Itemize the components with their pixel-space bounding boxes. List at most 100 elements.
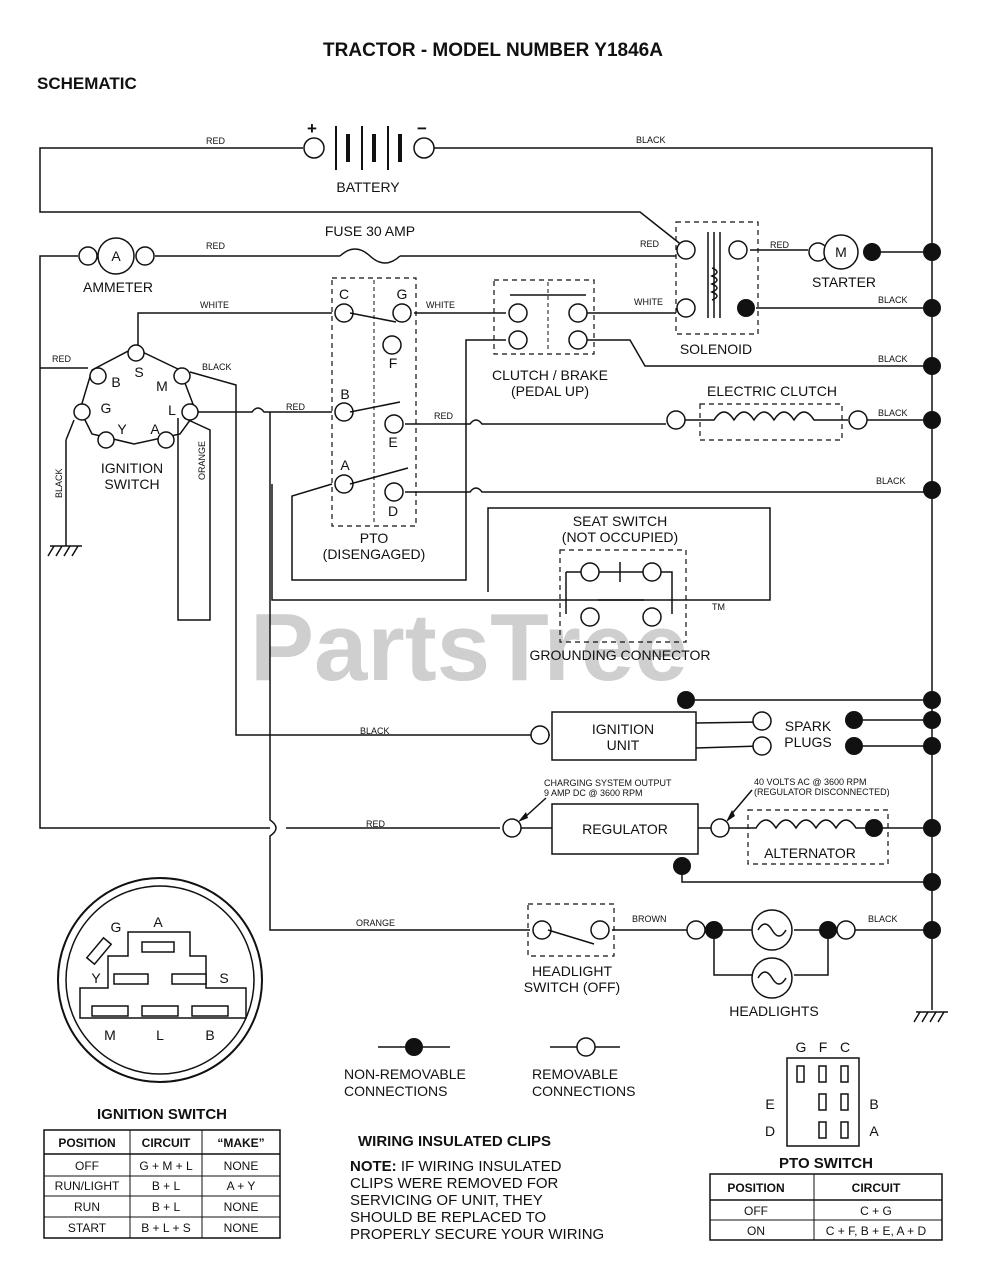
volts-note-2: (REGULATOR DISCONNECTED): [754, 787, 890, 797]
wire-label-black-eclutch: BLACK: [878, 408, 908, 418]
pto-label-1: PTO: [360, 530, 389, 546]
spark-plugs-label-2: PLUGS: [784, 734, 831, 750]
ign-table-cell: B + L: [152, 1179, 181, 1193]
legend-removable-1: REMOVABLE: [532, 1066, 618, 1082]
pto-plug-b: B: [869, 1096, 878, 1112]
spark-plugs: SPARK PLUGS: [752, 711, 863, 756]
seat-switch-label-2: (NOT OCCUPIED): [562, 529, 678, 545]
clutch-brake-switch: CLUTCH / BRAKE (PEDAL UP): [492, 279, 608, 399]
regulator: REGULATOR CHARGING SYSTEM OUTPUT 9 AMP D…: [502, 778, 699, 875]
pto-plug-a: A: [869, 1123, 879, 1139]
ign-plug-y: Y: [91, 970, 101, 986]
wire-label-red-starter: RED: [770, 240, 790, 250]
section-title: SCHEMATIC: [37, 74, 137, 93]
pto-term-c: C: [339, 286, 349, 302]
wire-label-black-ignunit: BLACK: [360, 726, 390, 736]
wire-label-red-ammeter: RED: [206, 241, 226, 251]
volts-note-1: 40 VOLTS AC @ 3600 RPM: [754, 777, 867, 787]
ign-table-cell: B + L: [152, 1200, 181, 1214]
ign-term-y: Y: [117, 421, 127, 437]
seat-switch-label-1: SEAT SWITCH: [573, 513, 667, 529]
pto-table-cell: OFF: [744, 1204, 768, 1218]
pto-table-header-circuit: CIRCUIT: [852, 1181, 901, 1195]
page-title: TRACTOR - MODEL NUMBER Y1846A: [323, 40, 663, 61]
clips-note-line4: SHOULD BE REPLACED TO: [350, 1209, 546, 1226]
ign-table-cell: B + L + S: [141, 1221, 191, 1235]
ign-table-cell: NONE: [224, 1221, 259, 1235]
wire-label-black-clutch: BLACK: [878, 354, 908, 364]
solenoid-label: SOLENOID: [680, 341, 752, 357]
pto-label-2: (DISENGAGED): [323, 546, 426, 562]
wire-label-orange-ign: ORANGE: [197, 441, 207, 480]
electric-clutch-label: ELECTRIC CLUTCH: [707, 383, 837, 399]
ammeter-symbol: A: [111, 248, 121, 264]
ign-plug-m: M: [104, 1027, 116, 1043]
starter-symbol: M: [835, 244, 847, 260]
pto-term-f: F: [389, 355, 398, 371]
pto-table-cell: C + G: [860, 1204, 892, 1218]
pto-table-cell: ON: [747, 1224, 765, 1238]
legend-nonremovable-1: NON-REMOVABLE: [344, 1066, 466, 1082]
alternator: ALTERNATOR 40 VOLTS AC @ 3600 RPM (REGUL…: [710, 777, 890, 865]
ign-plug-l: L: [156, 1027, 164, 1043]
ign-table-cell: RUN/LIGHT: [55, 1179, 120, 1193]
pto-term-a: A: [340, 457, 350, 473]
ignition-table-title: IGNITION SWITCH: [97, 1106, 227, 1123]
watermark: PartsTree: [250, 594, 688, 701]
ign-table-cell: START: [68, 1221, 107, 1235]
ignition-unit-label-2: UNIT: [607, 737, 640, 753]
fuse-label: FUSE 30 AMP: [325, 223, 415, 239]
charging-note-2: 9 AMP DC @ 3600 RPM: [544, 788, 643, 798]
wire-label-black-headlight: BLACK: [868, 914, 898, 924]
legend: NON-REMOVABLE CONNECTIONS REMOVABLE CONN…: [344, 1037, 635, 1099]
ammeter-label: AMMETER: [83, 279, 153, 295]
pto-table-title: PTO SWITCH: [779, 1155, 873, 1172]
pto-term-b: B: [340, 386, 349, 402]
headlights-label: HEADLIGHTS: [729, 1003, 818, 1019]
spark-plugs-label-1: SPARK: [785, 718, 832, 734]
wire-label-white-clutch: WHITE: [634, 297, 663, 307]
ign-table-cell: A + Y: [227, 1179, 256, 1193]
pto-table-header-position: POSITION: [727, 1181, 784, 1195]
wire-label-black-pto-d: BLACK: [876, 476, 906, 486]
battery-minus-label: −: [417, 119, 427, 138]
headlights: HEADLIGHTS: [686, 909, 856, 1019]
ign-plug-b: B: [205, 1027, 214, 1043]
clips-note-line1-text: IF WIRING INSULATED: [397, 1158, 562, 1175]
ign-term-s: S: [134, 364, 143, 380]
wire-label-red-pto: RED: [286, 402, 306, 412]
alternator-label: ALTERNATOR: [764, 845, 856, 861]
ign-plug-s: S: [219, 970, 228, 986]
pto-table-cell: C + F, B + E, A + D: [826, 1224, 927, 1238]
pto-plug-d: D: [765, 1123, 775, 1139]
ignition-unit: IGNITION UNIT: [530, 691, 697, 761]
seat-switch: SEAT SWITCH (NOT OCCUPIED) GROUNDING CON…: [530, 513, 711, 663]
ign-table-cell: NONE: [224, 1200, 259, 1214]
pto-term-d: D: [388, 503, 398, 519]
clips-note-line5: PROPERLY SECURE YOUR WIRING: [350, 1226, 604, 1243]
pto-term-g: G: [397, 286, 408, 302]
ign-table-cell: G + M + L: [139, 1159, 193, 1173]
wire-label-red-battery: RED: [206, 136, 226, 146]
clips-note-label: NOTE:: [350, 1158, 397, 1175]
clips-note-title: WIRING INSULATED CLIPS: [358, 1133, 551, 1150]
pto-plug-diagram: G F C E B D A: [765, 1039, 879, 1147]
clips-note: WIRING INSULATED CLIPS NOTE: IF WIRING I…: [350, 1133, 604, 1243]
ign-table-cell: OFF: [75, 1159, 99, 1173]
ign-term-b: B: [111, 374, 120, 390]
ign-plug-g: G: [111, 919, 122, 935]
pto-plug-e: E: [765, 1096, 774, 1112]
wire-label-white-pto: WHITE: [426, 300, 455, 310]
pto-plug-g: G: [796, 1039, 807, 1055]
ign-term-m: M: [156, 378, 168, 394]
ign-table-header-make: “MAKE”: [217, 1136, 264, 1150]
wire-label-black-solenoid: BLACK: [878, 295, 908, 305]
pto-term-e: E: [388, 434, 397, 450]
wire-label-black-ground: BLACK: [54, 468, 64, 498]
wire-label-red-solenoid: RED: [640, 239, 660, 249]
pto-switch: C G F B E A D PTO (DISENGAGED): [323, 277, 426, 562]
ignition-switch-label-1: IGNITION: [101, 460, 163, 476]
ign-term-l: L: [168, 402, 176, 418]
clips-note-line3: SERVICING OF UNIT, THEY: [350, 1192, 543, 1209]
